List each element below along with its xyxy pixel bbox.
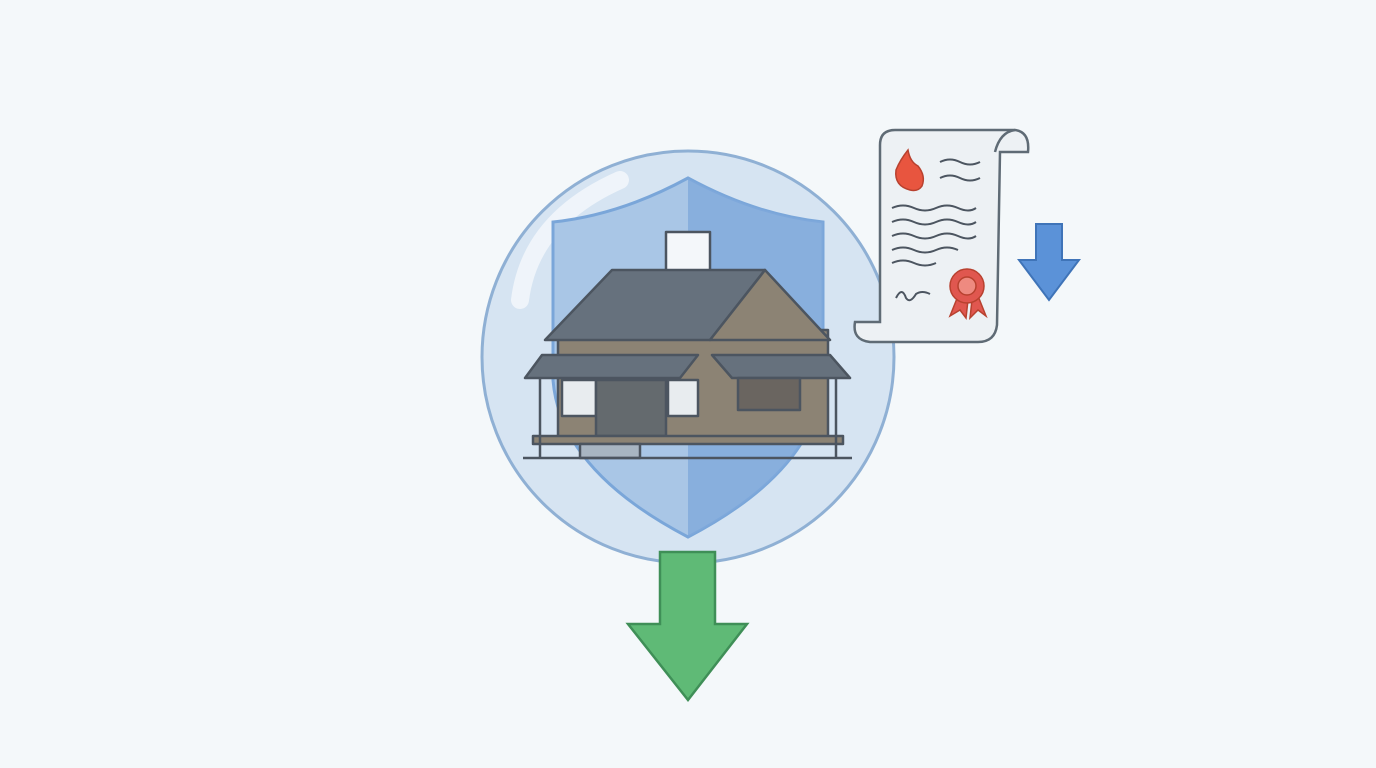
house-icon [523,230,852,460]
policy-text-lines [891,158,981,302]
fire-icon [895,148,925,192]
arrow-down-large-icon [625,550,750,703]
insurance-policy-scroll-icon [853,128,1030,344]
arrow-down-icon [1017,223,1081,302]
seal-ribbon-icon [948,268,988,321]
